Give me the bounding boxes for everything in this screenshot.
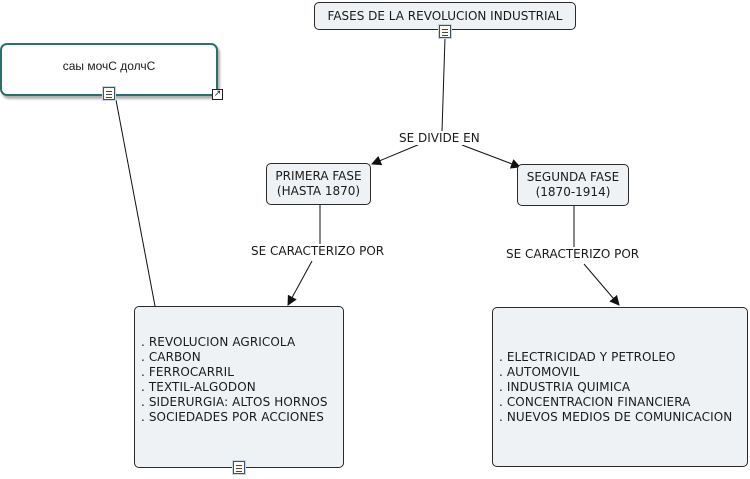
fase1-characteristics-node[interactable]: . REVOLUCION AGRICOLA . CARBON . FERROCA… — [134, 306, 344, 468]
connector-divide-to-fase1 — [371, 143, 421, 166]
list-item: . ELECTRICIDAD Y PETROLEO — [499, 349, 676, 364]
list-item: . REVOLUCION AGRICOLA — [141, 335, 296, 349]
fase2-node[interactable]: SEGUNDA FASE (1870-1914) — [517, 164, 629, 206]
linked-node-label: сaы мочС долчС — [62, 58, 156, 73]
list-item: . NUEVOS MEDIOS DE COMUNICACION — [499, 409, 733, 424]
fase2-period: (1870-1914) — [535, 185, 611, 199]
title-node-label: FASES DE LA REVOLUCION INDUSTRIAL — [327, 8, 563, 23]
list-item: . SIDERURGIA: ALTOS HORNOS — [141, 395, 328, 409]
document-icon[interactable] — [439, 25, 451, 38]
list-item: . CARBON — [141, 350, 201, 364]
fase1-title: PRIMERA FASE — [275, 169, 362, 183]
link-label-divide: SE DIVIDE EN — [397, 131, 482, 145]
document-icon[interactable] — [103, 87, 115, 100]
fase2-characteristics-node[interactable]: . ELECTRICIDAD Y PETROLEO . AUTOMOVIL . … — [492, 307, 748, 467]
fase1-node[interactable]: PRIMERA FASE (HASTA 1870) — [266, 163, 371, 205]
list-item: . TEXTIL-ALGODON — [141, 380, 256, 394]
list-item: . FERROCARRIL — [141, 365, 235, 379]
connector-label-to-list1 — [287, 260, 313, 306]
fase1-period: (HASTA 1870) — [276, 184, 361, 198]
list-item: . AUTOMOVIL — [499, 364, 580, 379]
list-item: . INDUSTRIA QUIMICA — [499, 379, 631, 394]
connector-divide-to-fase2 — [461, 144, 521, 169]
document-icon[interactable] — [233, 461, 245, 474]
list-item: . SOCIEDADES POR ACCIONES — [141, 410, 324, 424]
link-label-caracterizo-1: SE CARACTERIZO POR — [249, 244, 387, 258]
connector-label-to-list2 — [583, 263, 620, 306]
list-item: . CONCENTRACION FINANCIERA — [499, 394, 691, 409]
connector-list1-to-linked-node — [115, 99, 156, 307]
connector-title-to-divide — [441, 37, 446, 132]
fase2-title: SEGUNDA FASE — [526, 170, 620, 184]
shortcut-arrow-icon[interactable]: ↗ — [212, 89, 223, 100]
link-label-caracterizo-2: SE CARACTERIZO POR — [504, 247, 642, 261]
